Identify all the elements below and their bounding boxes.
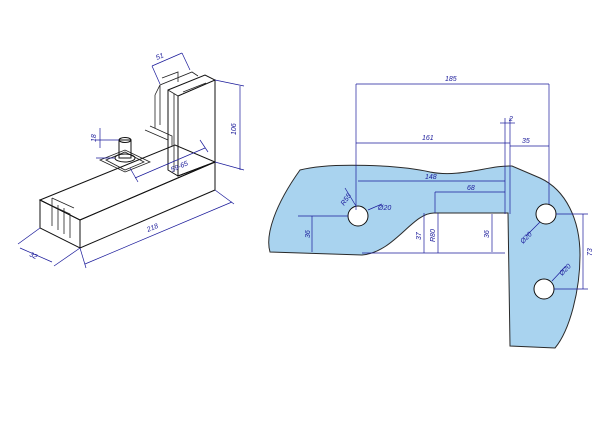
fitting-base-bar — [38, 144, 217, 249]
dim-length: 218 — [145, 223, 160, 234]
dim-hole-left: Ø20 — [377, 205, 391, 212]
dim-radius-r80: R80 — [430, 229, 437, 242]
pivot-pin — [99, 137, 151, 173]
dim-depth: 32 — [28, 251, 38, 261]
dim-right-margin: 35 — [522, 138, 530, 145]
glass-plate-view: 185 2 161 35 148 68 R55 Ø20 36 37 R80 36… — [268, 76, 594, 349]
dim-offset-small: 2 — [508, 116, 513, 123]
isometric-fitting-view: 51 106 18 59-65 218 32 — [17, 52, 245, 269]
glass-plate — [268, 164, 581, 349]
dim-glass-range: 59-65 — [170, 160, 189, 173]
dim-width-top: 51 — [155, 52, 165, 62]
dim-pin-height: 18 — [91, 134, 98, 142]
plate-dimension-lines — [298, 83, 588, 290]
dim-height-left: 36 — [305, 230, 312, 238]
hole-lower — [533, 278, 555, 300]
dim-height-right: 36 — [484, 230, 491, 238]
dim-overall-length: 185 — [445, 76, 457, 83]
dim-notch-length: 148 — [425, 174, 437, 181]
hole-left — [347, 205, 369, 227]
dim-notch-inner: 68 — [467, 185, 475, 192]
hole-upper — [535, 203, 557, 225]
dim-hole-spacing: 73 — [587, 248, 594, 256]
fitting-vertical-wing — [144, 71, 216, 177]
iso-dimension-lines — [17, 52, 245, 269]
dim-to-corner: 161 — [422, 135, 434, 142]
dim-height: 106 — [231, 123, 238, 135]
dim-notch-depth: 37 — [416, 231, 423, 240]
